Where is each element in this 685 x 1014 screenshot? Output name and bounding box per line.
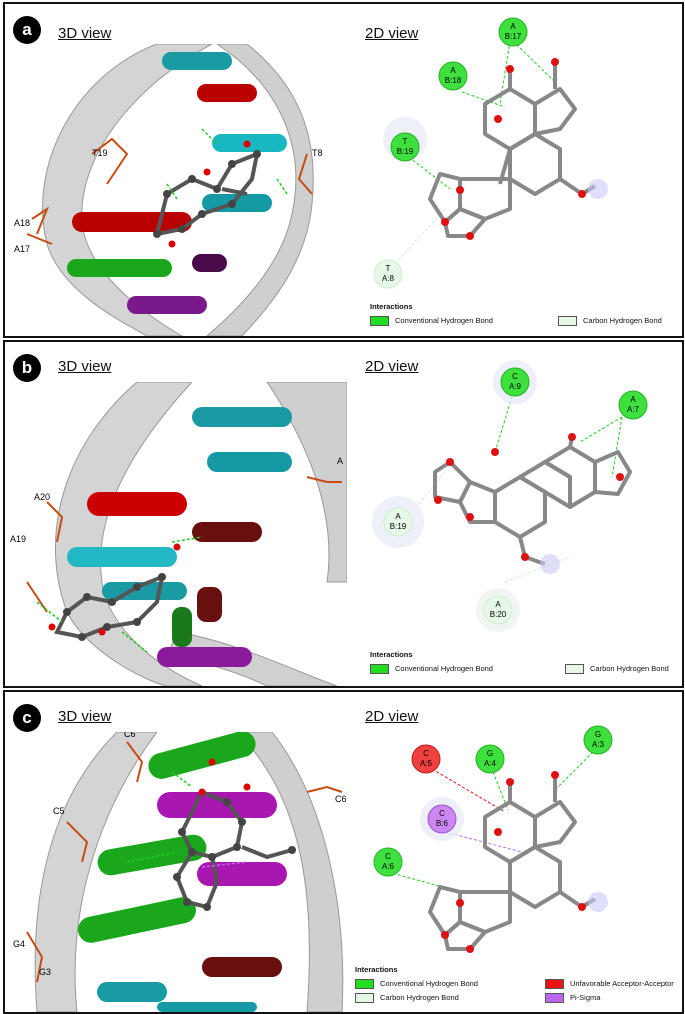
svg-text:B:19: B:19 <box>390 522 407 531</box>
dna-3d-view: A20 A19 A <box>10 382 347 686</box>
interaction-2d-diagram: C A:5 G A:4 G A:3 C B:6 C A:6 <box>373 725 613 953</box>
svg-text:A: A <box>630 395 636 404</box>
svg-text:A: A <box>395 512 401 521</box>
svg-text:B:20: B:20 <box>490 610 507 619</box>
svg-text:C: C <box>512 372 518 381</box>
residue-bubble: A B:18 <box>438 61 468 91</box>
view3d-title: 3D view <box>58 358 112 375</box>
legend-title: Interactions <box>370 650 413 659</box>
legend-item: Conventional Hydrogen Bond <box>370 664 493 675</box>
view3d-title: 3D view <box>58 25 112 42</box>
residue-bubble: G A:3 <box>583 725 613 755</box>
svg-text:A: A <box>450 66 456 75</box>
legend-item: Carbon Hydrogen Bond <box>565 664 669 675</box>
label-3d: G4 <box>13 939 25 949</box>
residue-bubble: T B:19 <box>383 117 427 162</box>
label-3d: A19 <box>10 534 26 544</box>
legend-title: Interactions <box>370 302 413 311</box>
panel-label: c <box>13 704 41 732</box>
svg-text:A:6: A:6 <box>382 862 395 871</box>
panel-b: b 3D view 2D view A20 A19 A <box>3 340 684 688</box>
residue-bubble: A A:7 <box>618 390 648 420</box>
legend-item: Carbon Hydrogen Bond <box>355 993 459 1004</box>
panel-a: a 3D view 2D view <box>3 2 684 338</box>
view3d-title: 3D view <box>58 708 112 725</box>
view2d-title: 2D view <box>365 708 419 725</box>
label-3d: G3 <box>39 967 51 977</box>
svg-text:B:18: B:18 <box>445 76 462 85</box>
svg-text:A:3: A:3 <box>592 740 605 749</box>
svg-text:A:4: A:4 <box>484 759 497 768</box>
panel-label: a <box>13 16 41 44</box>
svg-text:C: C <box>439 809 445 818</box>
svg-text:G: G <box>595 730 601 739</box>
residue-bubble: C A:5 <box>411 744 441 774</box>
svg-text:A:9: A:9 <box>509 382 522 391</box>
residue-bubble: A B:19 <box>372 496 424 548</box>
legend-title: Interactions <box>355 965 398 974</box>
residue-bubble: G A:4 <box>475 744 505 774</box>
label-3d: A <box>337 456 343 466</box>
residue-bubble: T A:8 <box>373 259 403 289</box>
svg-text:A: A <box>510 22 516 31</box>
label-3d: T8 <box>312 148 323 158</box>
dna-3d-view: T19 T8 A18 A17 <box>14 44 323 336</box>
label-3d: C5 <box>53 806 65 816</box>
legend-item: Pi-Sigma <box>545 993 600 1004</box>
label-3d: C6 <box>335 794 347 804</box>
svg-text:A:7: A:7 <box>627 405 640 414</box>
residue-bubble: C A:6 <box>373 847 403 877</box>
legend-item: Unfavorable Acceptor-Acceptor <box>545 979 674 990</box>
svg-text:G: G <box>487 749 493 758</box>
svg-text:B:6: B:6 <box>436 819 449 828</box>
residue-bubble: A B:20 <box>476 588 520 632</box>
svg-text:C: C <box>423 749 429 758</box>
panel-c: c 3D view 2D view <box>3 690 684 1014</box>
panel-label: b <box>13 354 41 382</box>
residue-bubble: C A:9 <box>493 360 537 404</box>
svg-text:C: C <box>385 852 391 861</box>
label-3d: A18 <box>14 218 30 228</box>
residue-bubble: C B:6 <box>420 797 464 841</box>
label-3d: A17 <box>14 244 30 254</box>
svg-text:B:19: B:19 <box>397 147 414 156</box>
label-3d: C6 <box>124 732 136 739</box>
svg-text:A:5: A:5 <box>420 759 433 768</box>
svg-text:A:8: A:8 <box>382 274 395 283</box>
legend-item: Conventional Hydrogen Bond <box>355 979 478 990</box>
residue-bubble: A B:17 <box>498 17 528 47</box>
view2d-title: 2D view <box>365 358 419 375</box>
label-3d: A20 <box>34 492 50 502</box>
svg-text:B:17: B:17 <box>505 32 522 41</box>
svg-text:T: T <box>386 264 391 273</box>
dna-3d-view: C6 C5 C6 G4 G3 <box>13 732 347 1012</box>
label-3d: T19 <box>92 148 108 158</box>
interaction-2d-diagram: C A:9 A A:7 A B:19 A B:20 <box>372 360 648 632</box>
svg-text:T: T <box>403 137 408 146</box>
view2d-title: 2D view <box>365 25 419 42</box>
svg-text:A: A <box>495 600 501 609</box>
interaction-2d-diagram: A B:17 A B:18 T B:19 T A:8 <box>373 17 608 289</box>
legend-item: Conventional Hydrogen Bond <box>370 316 493 327</box>
legend-item: Carbon Hydrogen Bond <box>558 316 662 327</box>
